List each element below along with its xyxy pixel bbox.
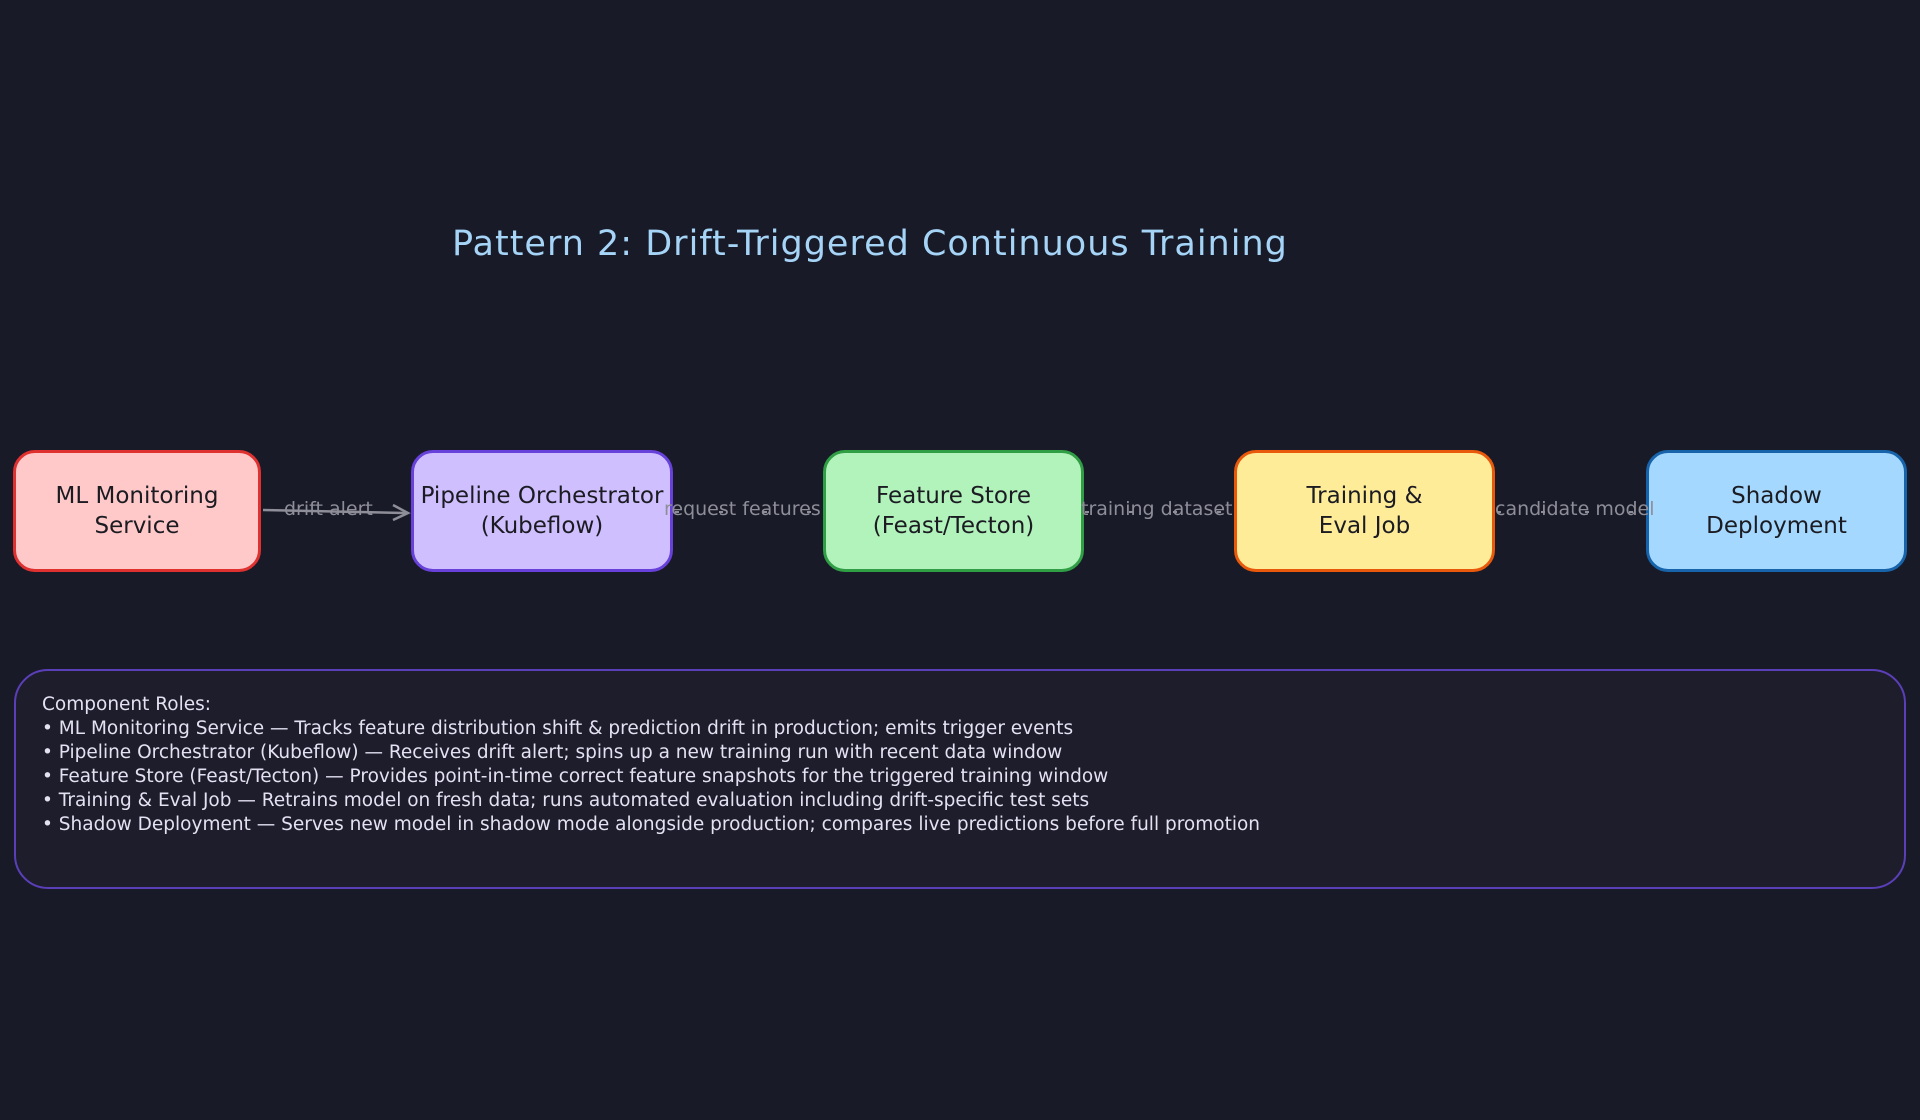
- node-ml-monitoring-service[interactable]: ML Monitoring Service: [13, 450, 261, 572]
- role-line: • Shadow Deployment — Serves new model i…: [42, 814, 1261, 835]
- edge-label-request-features: request features: [664, 498, 821, 520]
- role-line: • Training & Eval Job — Retrains model o…: [42, 790, 1090, 811]
- role-line: • Pipeline Orchestrator (Kubeflow) — Rec…: [42, 742, 1063, 763]
- node-label: Training & Eval Job: [1306, 483, 1423, 539]
- node-label: ML Monitoring Service: [55, 483, 219, 539]
- edge-label-drift-alert: drift alert: [284, 498, 373, 520]
- node-pipeline-orchestrator[interactable]: Pipeline Orchestrator (Kubeflow): [411, 450, 673, 572]
- node-label: Pipeline Orchestrator (Kubeflow): [420, 483, 664, 539]
- diagram-title: Pattern 2: Drift-Triggered Continuous Tr…: [452, 224, 1288, 264]
- roles-heading: Component Roles:: [42, 694, 212, 715]
- node-label: Feature Store (Feast/Tecton): [872, 483, 1035, 539]
- drift-alert-arrowhead: [392, 503, 411, 522]
- edge-label-candidate-model: candidate model: [1495, 498, 1655, 520]
- component-roles-panel: Component Roles: • ML Monitoring Service…: [14, 669, 1906, 889]
- node-feature-store[interactable]: Feature Store (Feast/Tecton): [823, 450, 1084, 572]
- role-line: • ML Monitoring Service — Tracks feature…: [42, 718, 1074, 739]
- node-label: Shadow Deployment: [1706, 483, 1847, 539]
- edge-label-training-dataset: training dataset: [1081, 498, 1233, 520]
- role-line: • Feature Store (Feast/Tecton) — Provide…: [42, 766, 1109, 787]
- node-shadow-deployment[interactable]: Shadow Deployment: [1646, 450, 1907, 572]
- node-training-eval-job[interactable]: Training & Eval Job: [1234, 450, 1495, 572]
